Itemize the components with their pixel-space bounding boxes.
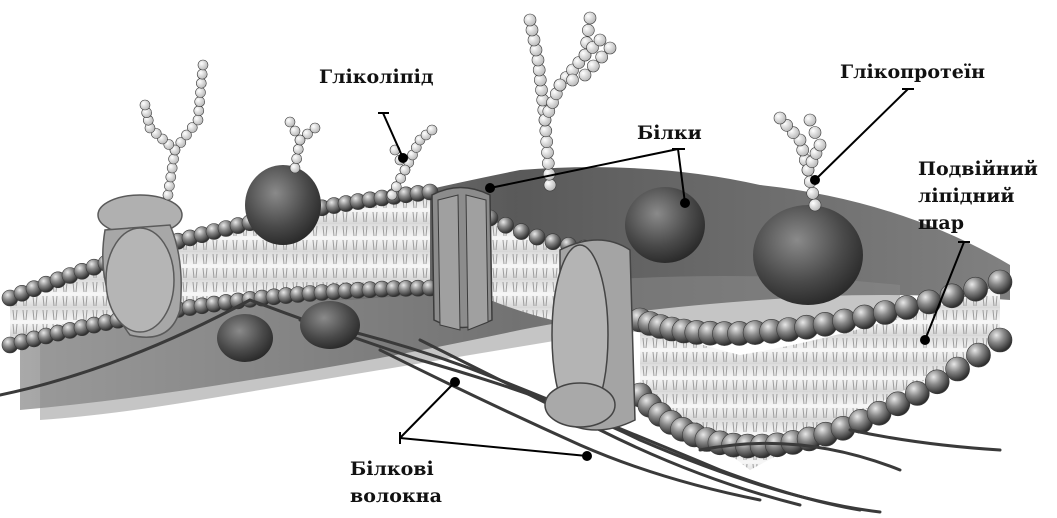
sugar-bead (310, 123, 320, 133)
sugar-bead (554, 79, 566, 91)
lipid-head (988, 270, 1012, 294)
lipid-head (832, 309, 856, 333)
globular-protein-upper-left (245, 165, 321, 245)
lipid-head (873, 301, 897, 325)
sugar-bead (140, 100, 150, 110)
lipid-head (529, 229, 545, 245)
sugar-bead (814, 139, 826, 151)
sugar-bead (541, 136, 553, 148)
label-glycoprotein: Глікопротеїн (840, 61, 985, 83)
label-bilayer-line1: Подвійний (918, 158, 1038, 180)
sugar-bead (809, 199, 821, 211)
label-proteins: Білки (637, 122, 702, 144)
sugar-bead (166, 172, 176, 182)
sugar-bead (596, 51, 608, 63)
lipid-head (964, 277, 988, 301)
sugar-bead (427, 125, 437, 135)
sugar-bead (198, 60, 208, 70)
label-fibers-line1: Білкові (350, 458, 434, 480)
sugar-bead (579, 69, 591, 81)
sugar-bead (544, 179, 556, 191)
lipid-head (895, 295, 919, 319)
sugar-bead (195, 97, 205, 107)
lipid-head (498, 217, 514, 233)
sugar-bead (524, 14, 536, 26)
sugar-bead (400, 165, 410, 175)
lipid-head (513, 224, 529, 240)
sugar-bead (164, 181, 174, 191)
sugar-bead (290, 163, 300, 173)
sugar-bead (807, 187, 819, 199)
sugar-bead (163, 190, 173, 200)
lipid-head (925, 370, 949, 394)
sugar-bead (542, 147, 554, 159)
sugar-bead (196, 78, 206, 88)
lipid-head (946, 357, 970, 381)
sugar-bead (809, 127, 821, 139)
glycoprotein-globule (753, 205, 863, 305)
globular-protein-lower-middle (300, 301, 360, 349)
label-fibers-line2: волокна (350, 485, 442, 507)
lipid-head (853, 305, 877, 329)
sugar-bead (169, 154, 179, 164)
sugar-bead (292, 154, 302, 164)
sugar-bead (285, 117, 295, 127)
globular-protein-lower-left (217, 314, 273, 362)
sugar-bead (587, 60, 599, 72)
sugar-bead (804, 114, 816, 126)
sugar-bead (584, 12, 596, 24)
sugar-bead (197, 69, 207, 79)
globular-protein-center (625, 187, 705, 263)
label-bilayer-line3: шар (918, 212, 964, 234)
lipid-head (967, 343, 991, 367)
lipid-head (545, 234, 561, 250)
sugar-bead (604, 42, 616, 54)
sugar-bead (540, 125, 552, 137)
sugar-bead (193, 115, 203, 125)
sugar-bead (594, 34, 606, 46)
sugar-bead (567, 74, 579, 86)
sugar-bead (290, 126, 300, 136)
sugar-bead (542, 157, 554, 169)
sugar-bead (293, 144, 303, 154)
sugar-bead (774, 112, 786, 124)
lipid-head (988, 328, 1012, 352)
sugar-bead (582, 24, 594, 36)
sugar-bead (196, 88, 206, 98)
label-bilayer-line2: ліпідний (918, 185, 1015, 207)
label-glycolipid: Гліколіпід (319, 66, 434, 88)
sugar-bead (167, 163, 177, 173)
middle-channel-protein (432, 188, 492, 331)
sugar-bead (295, 135, 305, 145)
sugar-bead (194, 106, 204, 116)
